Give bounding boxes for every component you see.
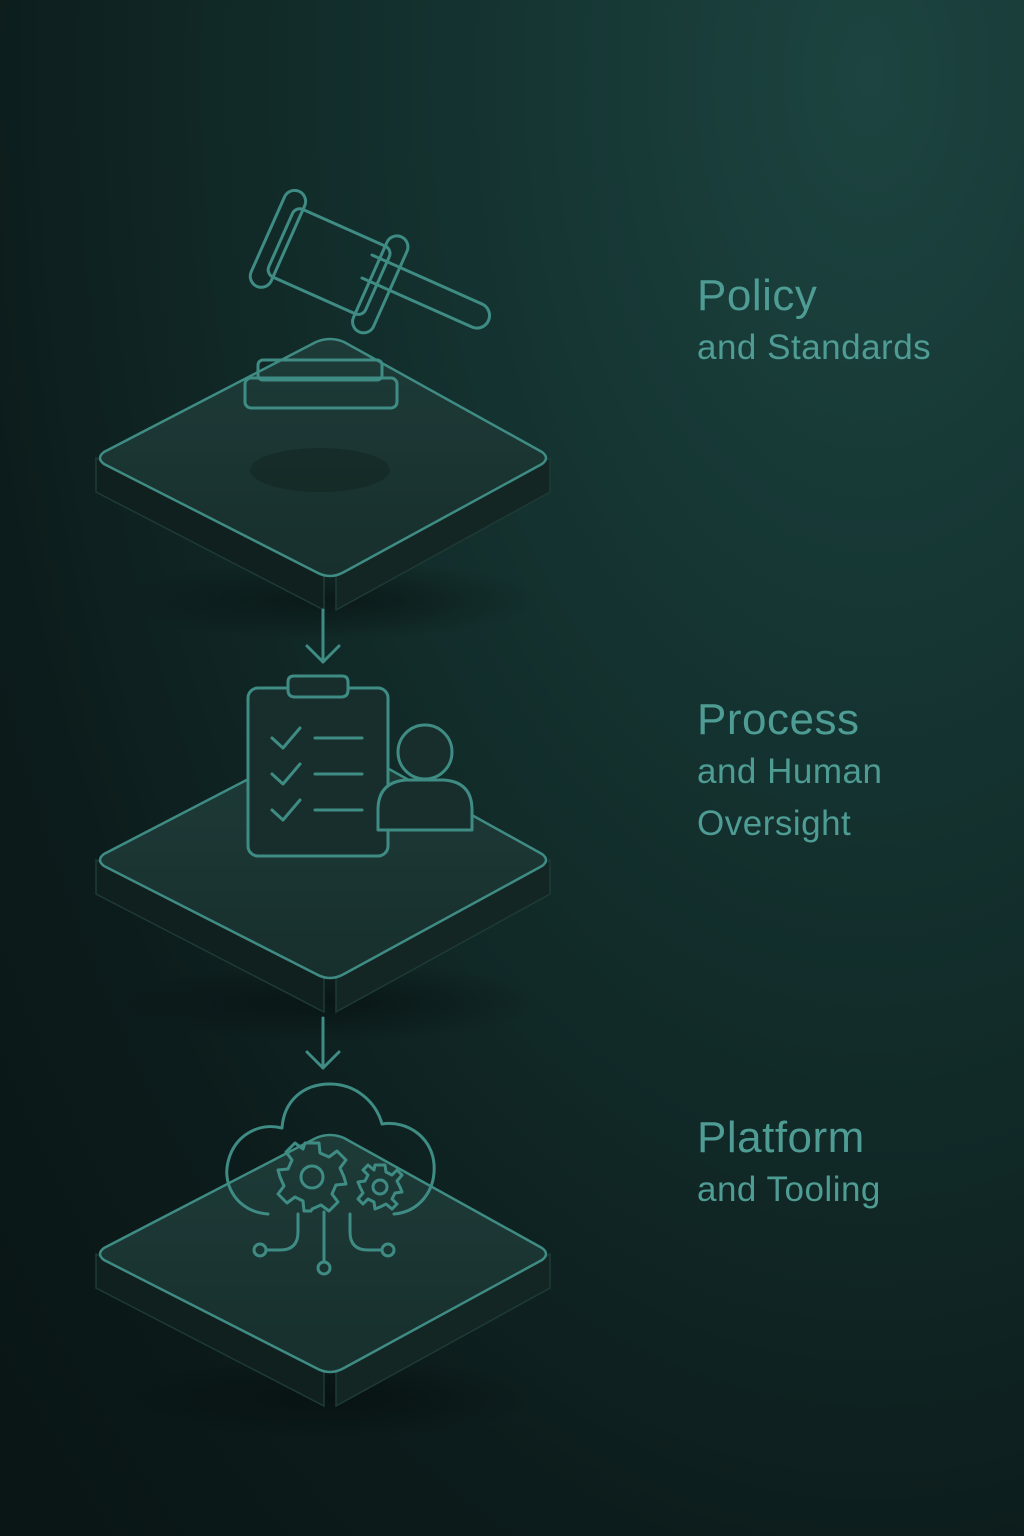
layer-title: Process	[697, 695, 860, 744]
arrow-down-icon	[305, 608, 341, 664]
layer-label-process: Process and Human Oversight	[697, 694, 882, 850]
clipboard-checklist-person-icon	[246, 674, 474, 858]
gear-icon	[356, 1163, 404, 1211]
layer-label-policy: Policy and Standards	[697, 270, 931, 374]
platform-platform	[95, 1133, 551, 1438]
layer-title: Policy	[697, 271, 818, 320]
layer-subtitle: and Human	[697, 752, 883, 791]
layer-subtitle: and Tooling	[697, 1170, 881, 1209]
layer-subtitle: and Standards	[697, 328, 932, 367]
gear-icon	[276, 1141, 348, 1213]
platform-policy	[95, 337, 551, 640]
gavel-icon	[243, 188, 492, 410]
layer-subtitle: Oversight	[697, 804, 852, 843]
layer-label-platform: Platform and Tooling	[697, 1112, 881, 1216]
cloud-gears-network-icon	[225, 1082, 436, 1276]
arrow-down-icon	[305, 1016, 341, 1070]
layer-title: Platform	[697, 1113, 865, 1162]
